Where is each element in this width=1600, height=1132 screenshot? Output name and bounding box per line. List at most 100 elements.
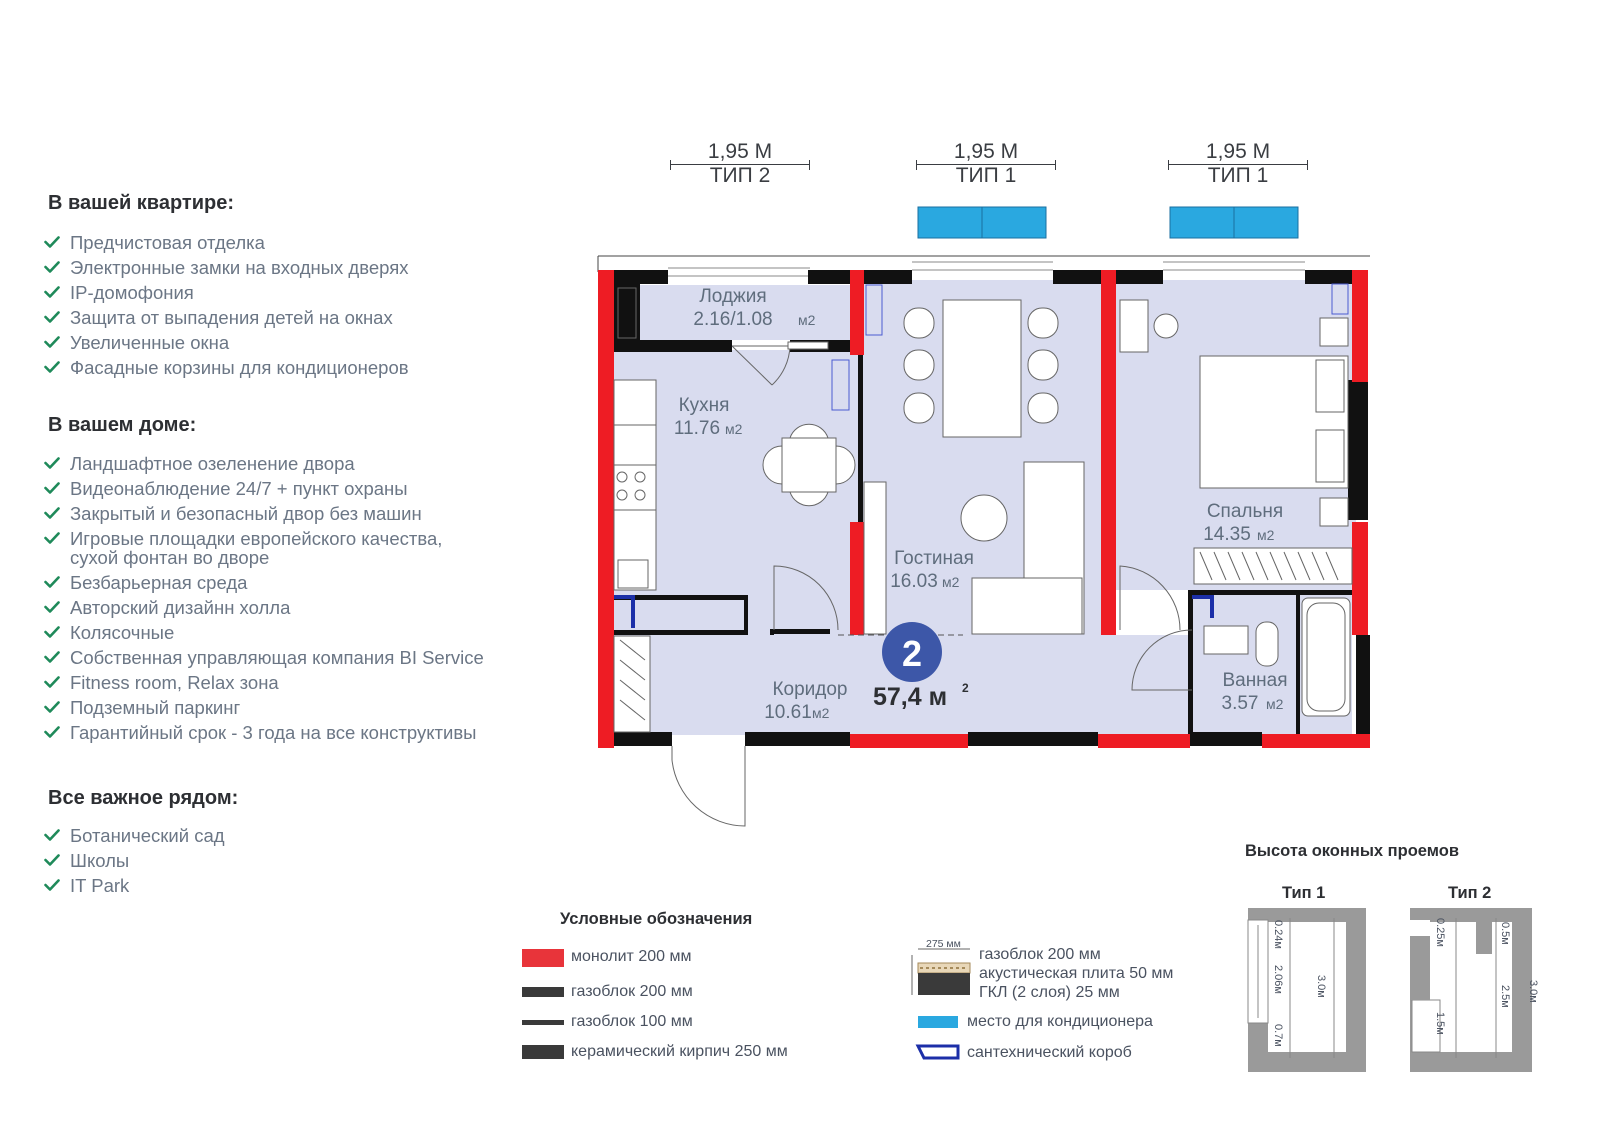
check-icon — [44, 651, 60, 663]
type1-bottom: 0.7м — [1272, 1024, 1284, 1047]
composite-line: акустическая плита 50 мм — [979, 965, 1174, 982]
legend-composite-swatch — [911, 948, 971, 995]
window-heights-title: Высота оконных проемов — [1245, 842, 1459, 860]
feature-item: Ботанический сад — [44, 823, 225, 848]
check-icon — [44, 361, 60, 373]
feature-text: Защита от выпадения детей на окнах — [70, 307, 393, 328]
feature-item: Гарантийный срок - 3 года на все констру… — [44, 720, 484, 745]
check-icon — [44, 626, 60, 638]
kitchen-name: Кухня — [679, 395, 730, 416]
legend-shaft-label: сантехнический короб — [967, 1044, 1132, 1061]
feature-text: Ландшафтное озеленение двора — [70, 453, 355, 474]
feature-item: Игровые площадки европейского качества, — [44, 526, 484, 551]
window-dimension-3: 1,95 М ТИП 1 — [1168, 140, 1308, 188]
feature-text: Ботанический сад — [70, 825, 225, 846]
type1-label: Тип 1 — [1282, 884, 1326, 902]
feature-item: Подземный паркинг — [44, 695, 484, 720]
bedroom-area: 14.35 — [1203, 524, 1251, 545]
kitchen-furniture — [613, 359, 856, 591]
check-icon — [44, 311, 60, 323]
window-width-label: 1,95 М — [707, 140, 773, 163]
feature-item: Fitness room, Relax зона — [44, 670, 484, 695]
feature-item: Видеонаблюдение 24/7 + пункт охраны — [44, 476, 484, 501]
type2-bottom: 1.5м — [1434, 1012, 1446, 1035]
check-icon — [44, 854, 60, 866]
apartment-features-title: В вашей квартире: — [48, 192, 235, 214]
type2-total: 3.0м — [1527, 980, 1539, 1003]
feature-item: Фасадные корзины для кондиционеров — [44, 355, 409, 380]
living-unit: м2 — [942, 574, 960, 590]
feature-text: Школы — [70, 850, 130, 871]
legend-title: Условные обозначения — [560, 910, 753, 928]
feature-text: Безбарьерная среда — [70, 572, 248, 593]
check-icon — [44, 507, 60, 519]
check-icon — [44, 829, 60, 841]
feature-item: Закрытый и безопасный двор без машин — [44, 501, 484, 526]
bedroom-furniture — [1119, 283, 1353, 585]
feature-text: Фасадные корзины для кондиционеров — [70, 357, 409, 378]
feature-item: сухой фонтан во дворе — [44, 545, 484, 570]
feature-text: Предчистовая отделка — [70, 232, 265, 253]
feature-text: Увеличенные окна — [70, 332, 230, 353]
check-icon — [44, 236, 60, 248]
total-area-sup: 2 — [962, 681, 969, 695]
check-icon — [44, 576, 60, 588]
feature-text: Собственная управляющая компания BI Serv… — [70, 647, 484, 668]
feature-text: Fitness room, Relax зона — [70, 672, 279, 693]
window-type-label: ТИП 1 — [955, 164, 1017, 187]
total-area: 57,4 м — [873, 683, 947, 711]
window-width-label: 1,95 М — [953, 140, 1019, 163]
feature-item: Защита от выпадения детей на окнах — [44, 305, 409, 330]
check-icon — [44, 457, 60, 469]
feature-item: Колясочные — [44, 620, 484, 645]
check-icon — [44, 676, 60, 688]
living-area: 16.03 — [890, 571, 938, 592]
feature-text: Игровые площадки европейского качества, — [70, 528, 443, 549]
feature-item: Ландшафтное озеленение двора — [44, 451, 484, 476]
loggia-name: Лоджия — [699, 286, 766, 307]
feature-text: Закрытый и безопасный двор без машин — [70, 503, 422, 524]
legend-monolith-label: монолит 200 мм — [571, 948, 692, 965]
feature-text: IP-домофония — [70, 282, 194, 303]
composite-line: ГКЛ (2 слоя) 25 мм — [979, 984, 1120, 1001]
feature-item: Предчистовая отделка — [44, 230, 409, 255]
plumbing-shafts — [614, 595, 1214, 628]
corridor-area: 10.61 — [764, 702, 812, 723]
feature-text: Видеонаблюдение 24/7 + пункт охраны — [70, 478, 408, 499]
feature-item: Школы — [44, 848, 225, 873]
feature-item: Авторский дизайнн холла — [44, 595, 484, 620]
window-type2-diagram — [1410, 908, 1532, 1072]
check-icon — [44, 879, 60, 891]
type1-mid: 2.06м — [1272, 965, 1284, 994]
feature-text: Авторский дизайнн холла — [70, 597, 291, 618]
legend-shaft-swatch — [915, 1044, 960, 1060]
check-icon — [44, 286, 60, 298]
bathroom-name: Ванная — [1222, 670, 1287, 691]
window-type-label: ТИП 2 — [709, 164, 771, 187]
legend-gasblock100-swatch — [522, 1020, 564, 1025]
check-icon — [44, 482, 60, 494]
loggia-unit: м2 — [798, 312, 816, 328]
bedroom-unit: м2 — [1257, 527, 1275, 543]
window-type1-diagram — [1247, 908, 1366, 1072]
corridor-name: Коридор — [772, 679, 847, 700]
bedroom-name: Спальня — [1207, 501, 1283, 522]
loggia-area: 2.16/1.08 — [693, 309, 772, 330]
check-icon — [44, 532, 60, 544]
feature-item: IT Park — [44, 873, 225, 898]
legend-brick-label: керамический кирпич 250 мм — [571, 1043, 788, 1060]
check-icon — [44, 336, 60, 348]
type2-mid: 2.5м — [1499, 985, 1511, 1008]
monolith-walls — [598, 270, 1370, 748]
bathroom-area: 3.57 — [1222, 693, 1259, 714]
check-icon — [44, 261, 60, 273]
composite-dim: 275 мм — [926, 938, 961, 950]
check-icon — [44, 701, 60, 713]
type2-label: Тип 2 — [1448, 884, 1492, 902]
corridor-unit: м2 — [812, 705, 830, 721]
legend-ac-swatch — [918, 1016, 958, 1028]
